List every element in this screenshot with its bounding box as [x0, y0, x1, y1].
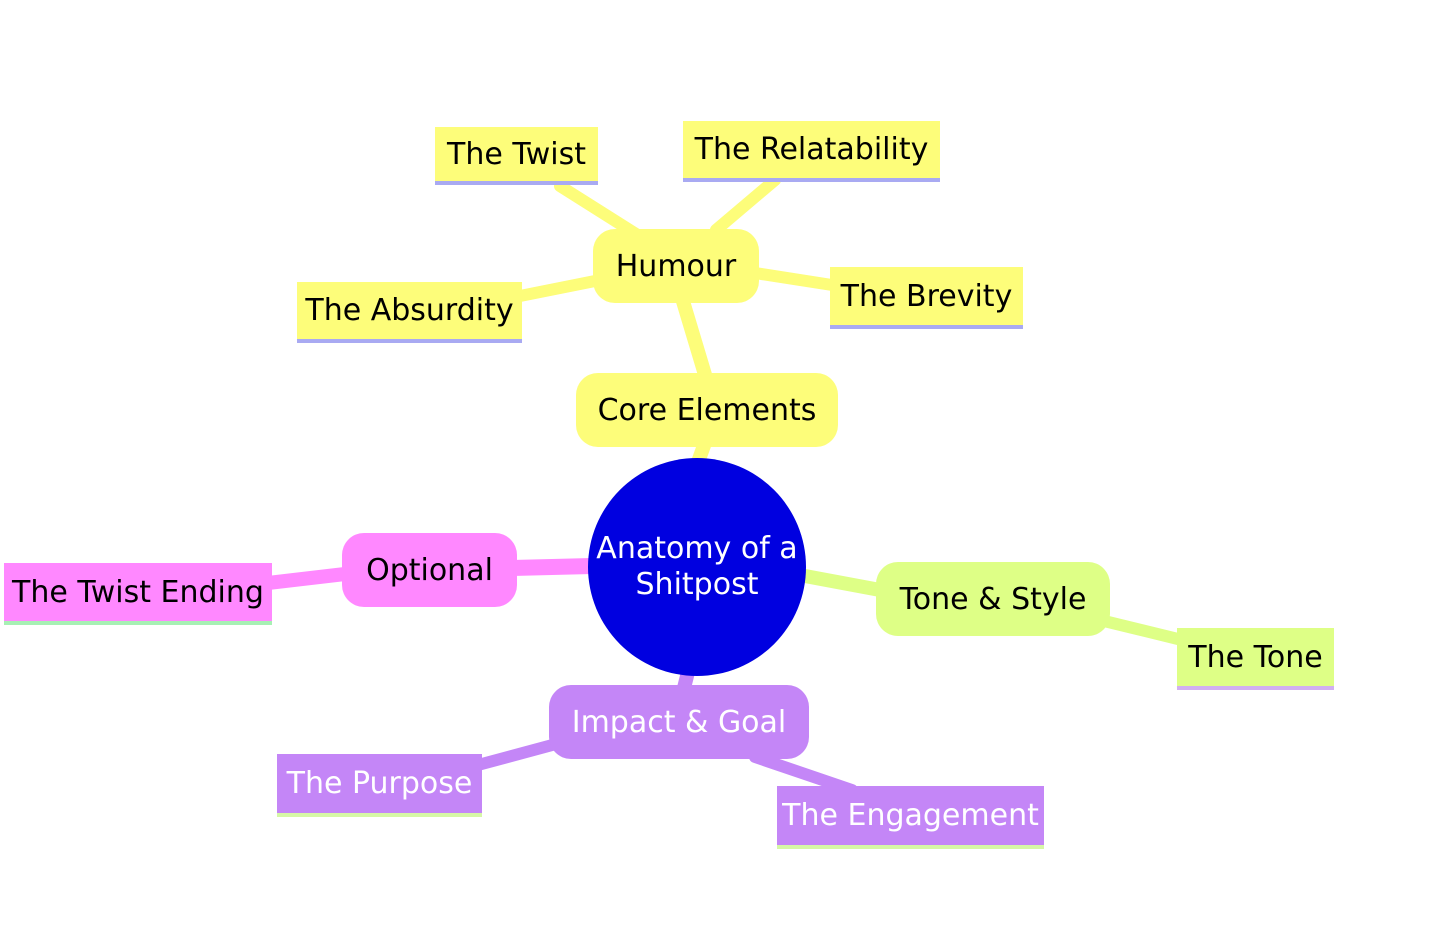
link-tone-tone	[1094, 614, 1188, 646]
root-node: Anatomy of a Shitpost	[588, 458, 806, 676]
link-impact-engagement	[749, 751, 858, 796]
tone-node: The Tone	[1177, 628, 1334, 690]
twist-ending-label: The Twist Ending	[12, 574, 264, 610]
engagement-node: The Engagement	[777, 786, 1044, 849]
relatability-node: The Relatability	[683, 121, 940, 182]
root-label-line2: Shitpost	[635, 567, 759, 602]
link-humour-twist	[554, 180, 642, 240]
link-core-humour	[675, 291, 713, 385]
relatability-label: The Relatability	[694, 132, 929, 167]
absurdity-label: The Absurdity	[305, 293, 514, 328]
link-humour-absurdity	[509, 274, 606, 303]
brevity-node: The Brevity	[830, 267, 1023, 329]
link-root-optional	[504, 558, 600, 576]
engagement-label: The Engagement	[782, 798, 1039, 833]
optional-label: Optional	[366, 552, 493, 588]
twist-ending-node: The Twist Ending	[4, 563, 272, 625]
twist-node: The Twist	[435, 127, 598, 185]
link-humour-brevity	[749, 267, 838, 291]
link-impact-purpose	[472, 738, 562, 771]
link-humour-relatability	[710, 174, 781, 236]
root-label-line1: Anatomy of a	[596, 531, 798, 566]
core-elements-label: Core Elements	[597, 392, 817, 428]
optional-node: Optional	[342, 533, 517, 607]
impact-goal-label: Impact & Goal	[571, 704, 787, 740]
impact-goal-node: Impact & Goal	[549, 685, 809, 759]
absurdity-node: The Absurdity	[297, 282, 522, 343]
core-elements-node: Core Elements	[576, 373, 838, 447]
link-optional-twist-ending	[261, 567, 352, 590]
purpose-node: The Purpose	[277, 754, 482, 817]
tone-style-node: Tone & Style	[876, 562, 1110, 636]
tone-style-label: Tone & Style	[899, 581, 1087, 617]
purpose-label: The Purpose	[286, 766, 473, 801]
humour-node: Humour	[593, 229, 759, 303]
brevity-label: The Brevity	[840, 278, 1013, 314]
humour-label: Humour	[615, 248, 737, 284]
tone-label: The Tone	[1188, 639, 1323, 675]
twist-label: The Twist	[447, 136, 586, 172]
link-root-tone	[798, 569, 887, 597]
